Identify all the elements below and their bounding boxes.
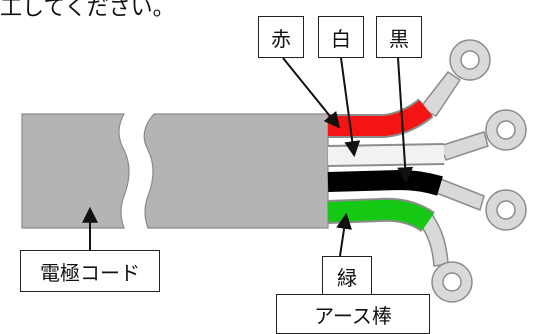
instruction-text-fragment: 工してください。: [0, 0, 175, 21]
terminal-black: [433, 177, 527, 231]
label-electrode-cord: 電極コード: [20, 250, 160, 292]
wire-black: [327, 169, 443, 196]
label-red: 赤: [258, 16, 304, 58]
label-green-text: 緑: [337, 265, 357, 290]
terminal-white: [438, 109, 527, 161]
leader-white: [340, 57, 361, 158]
label-earth-rod-text: アース棒: [314, 303, 392, 328]
label-white: 白: [318, 16, 364, 58]
terminal-red: [418, 39, 491, 117]
leader-black: [397, 57, 414, 184]
cable-sheath-left: [21, 113, 130, 229]
cable-sheath-right: [143, 113, 329, 229]
label-white-text: 白: [331, 26, 351, 51]
label-black-text: 黒: [389, 26, 409, 51]
label-electrode-cord-text: 電極コード: [40, 260, 140, 285]
label-red-text: 赤: [271, 26, 291, 51]
label-earth-rod: アース棒: [276, 294, 430, 334]
terminal-green: [416, 210, 473, 303]
leader-green: [336, 212, 353, 257]
label-green: 緑: [322, 256, 372, 296]
label-black: 黒: [376, 16, 422, 58]
leader-red: [282, 57, 341, 129]
